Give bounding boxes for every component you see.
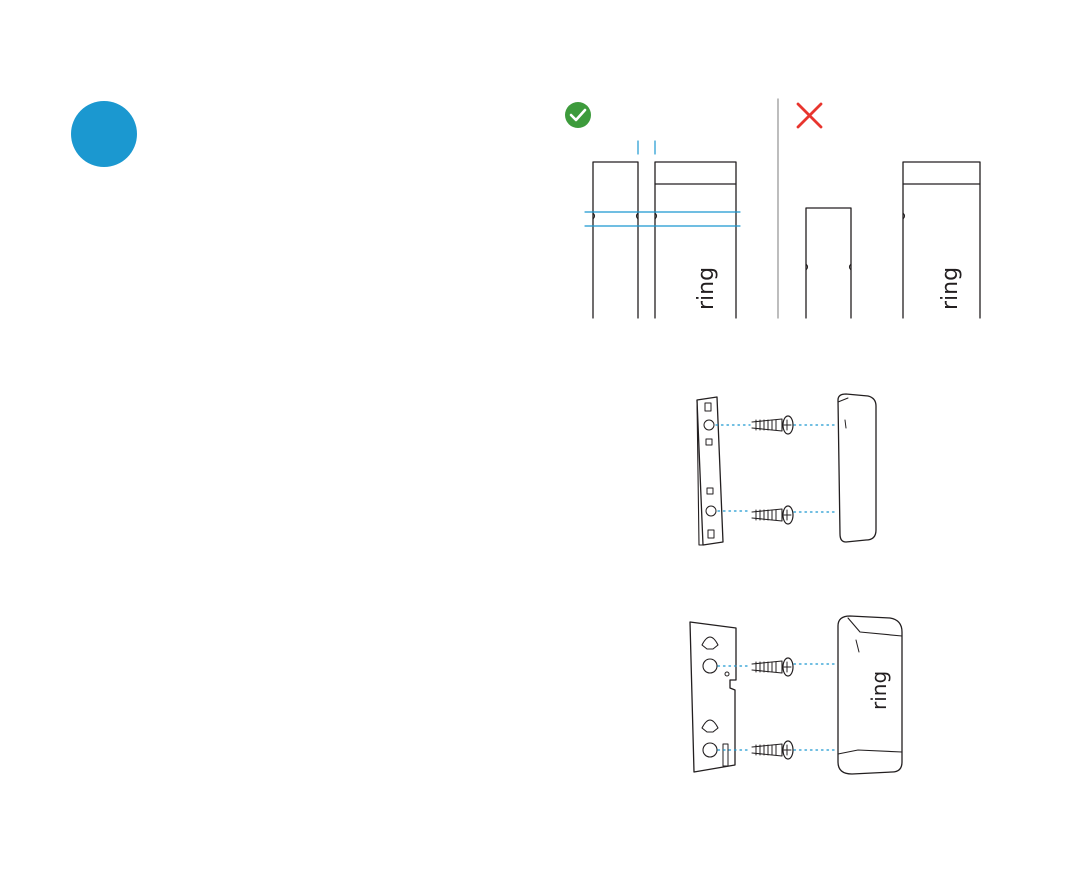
screw: [752, 658, 793, 676]
check-circle-icon: [565, 102, 591, 128]
magnet-outline: [593, 162, 638, 318]
sensor-mounting-diagram: ring: [690, 616, 902, 774]
magnet-mounting-diagram: [697, 394, 876, 545]
alignment-incorrect-example: ring: [798, 104, 980, 318]
magnet-outline-misaligned: [806, 208, 851, 318]
screw: [752, 506, 793, 524]
brand-label: ring: [694, 267, 719, 310]
brand-label: ring: [938, 267, 963, 310]
screw: [752, 416, 793, 434]
magnet-mounting-plate: [697, 397, 723, 545]
x-mark-icon: [798, 104, 821, 127]
brand-label: ring: [867, 671, 891, 710]
magnet-body: [838, 394, 876, 542]
alignment-correct-example: ring: [565, 102, 740, 318]
screw: [752, 741, 793, 759]
